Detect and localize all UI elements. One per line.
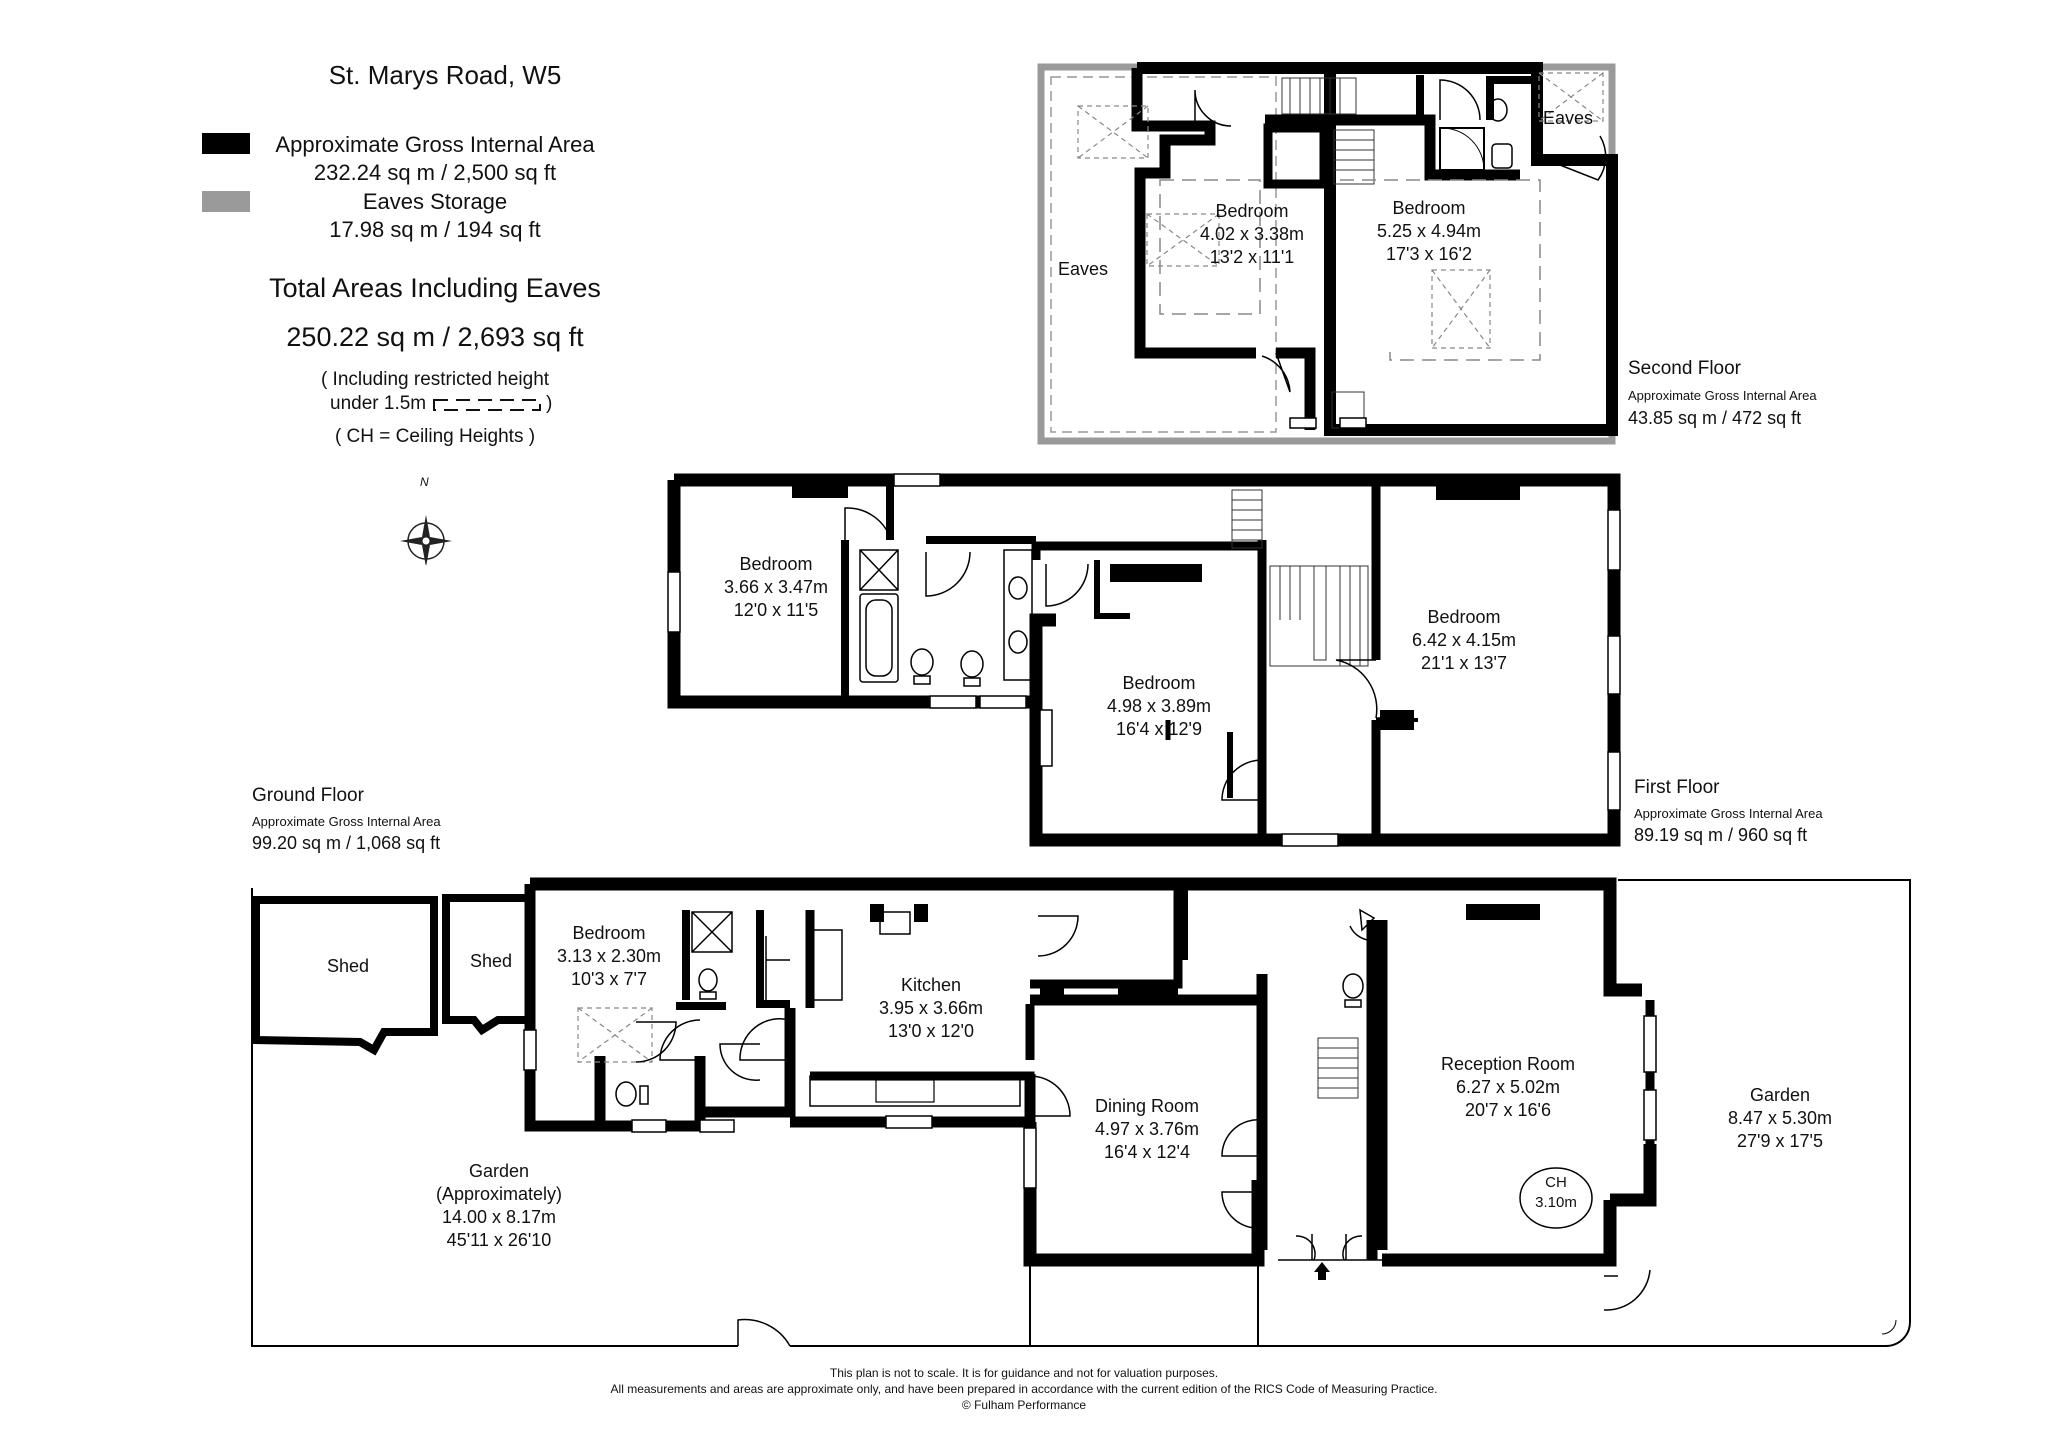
second-floor-name: Second Floor [1628, 358, 1742, 379]
footer-disclaimer-2: All measurements and areas are approxima… [610, 1382, 1438, 1396]
second-floor-walls-left [1131, 68, 1256, 359]
room-dimensions-metric: 3.66 x 3.47m [723, 577, 829, 597]
compass-icon: N [396, 475, 456, 567]
room-dimensions-imperial: 13'0 x 12'0 [888, 1021, 974, 1041]
ceiling-height-value: 3.10m [1535, 1194, 1577, 1211]
room-dimensions-metric: 8.47 x 5.30m [1727, 1108, 1833, 1128]
compass-north-label: N [420, 475, 429, 489]
room-dimensions-metric: 5.25 x 4.94m [1376, 221, 1482, 241]
ceiling-height-note: ( CH = Ceiling Heights ) [334, 426, 536, 447]
room-ground-shed-1: Shed [326, 956, 370, 976]
room-name: Bedroom [572, 923, 646, 943]
ground-floor-area-label: Approximate Gross Internal Area [252, 814, 441, 829]
ground-floor-area: 99.20 sq m / 1,068 sq ft [252, 833, 441, 853]
second-floor-plan [1037, 62, 1618, 445]
second-eaves-dashed [1050, 76, 1277, 433]
total-areas-label: Total Areas Including Eaves [269, 273, 601, 303]
room-name: Garden [1749, 1085, 1811, 1105]
room-dimensions-metric: 3.95 x 3.66m [878, 998, 984, 1018]
room-ground-garden-front: Garden 8.47 x 5.30m 27'9 x 17'5 [1728, 1084, 1832, 1153]
room-name: Bedroom [1215, 201, 1289, 221]
room-note: (Approximately) [435, 1184, 563, 1204]
room-dimensions-imperial: 17'3 x 16'2 [1386, 244, 1472, 264]
gia-legend-value: 232.24 sq m / 2,500 sq ft [313, 160, 557, 185]
room-ground-kitchen: Kitchen 3.95 x 3.66m 13'0 x 12'0 [879, 974, 983, 1043]
room-dimensions-metric: 6.27 x 5.02m [1455, 1077, 1561, 1097]
room-name: Garden [468, 1161, 530, 1181]
eaves-legend-label: Eaves Storage [362, 189, 508, 214]
first-floor-area: 89.19 sq m / 960 sq ft [1634, 825, 1808, 845]
room-name: Reception Room [1440, 1054, 1576, 1074]
restricted-height-dashed-symbol [432, 398, 544, 412]
room-dimensions-imperial: 12'0 x 11'5 [733, 600, 819, 620]
ceiling-height-code: CH [1545, 1174, 1567, 1191]
ground-floor-plan [251, 877, 1911, 1347]
room-dimensions-metric: 4.02 x 3.38m [1199, 224, 1305, 244]
room-ground-bedroom: Bedroom 3.13 x 2.30m 10'3 x 7'7 [557, 922, 661, 991]
first-floor-plan [667, 473, 1621, 847]
room-dimensions-imperial: 16'4 x 12'9 [1116, 719, 1202, 739]
room-ground-shed-2: Shed [469, 951, 513, 971]
room-name: Bedroom [739, 554, 813, 574]
footer-disclaimer-1: This plan is not to scale. It is for gui… [829, 1366, 1219, 1380]
ground-floor-outer-wall [530, 877, 1642, 997]
room-ground-dining: Dining Room 4.97 x 3.76m 16'4 x 12'4 [1095, 1095, 1199, 1164]
room-name: Bedroom [1392, 198, 1466, 218]
room-first-bedroom-1: Bedroom 3.66 x 3.47m 12'0 x 11'5 [724, 553, 828, 622]
room-first-bedroom-3: Bedroom 6.42 x 4.15m 21'1 x 13'7 [1412, 606, 1516, 675]
room-dimensions-imperial: 45'11 x 26'10 [446, 1230, 552, 1250]
room-dimensions-imperial: 20'7 x 16'6 [1465, 1100, 1551, 1120]
plan-title: St. Marys Road, W5 [328, 60, 562, 90]
room-dimensions-metric: 3.13 x 2.30m [556, 946, 662, 966]
first-floor-name: First Floor [1634, 777, 1720, 798]
room-name: Dining Room [1094, 1096, 1200, 1116]
room-ground-garden-rear: Garden (Approximately) 14.00 x 8.17m 45'… [436, 1160, 562, 1252]
room-dimensions-metric: 6.42 x 4.15m [1411, 630, 1517, 650]
room-ground-reception: Reception Room 6.27 x 5.02m 20'7 x 16'6 [1441, 1053, 1575, 1122]
ceiling-height-marker [1519, 1167, 1593, 1229]
room-first-bedroom-2: Bedroom 4.98 x 3.89m 16'4 x 12'9 [1107, 672, 1211, 741]
room-name: Bedroom [1427, 607, 1501, 627]
second-floor-area-label: Approximate Gross Internal Area [1628, 388, 1817, 403]
eaves-legend-swatch [202, 191, 250, 212]
restricted-height-threshold: under 1.5m [330, 393, 427, 414]
room-dimensions-metric: 4.97 x 3.76m [1094, 1119, 1200, 1139]
room-second-eaves-left: Eaves [1057, 259, 1109, 279]
room-dimensions-imperial: 27'9 x 17'5 [1737, 1131, 1823, 1151]
room-dimensions-metric: 14.00 x 8.17m [441, 1207, 557, 1227]
room-dimensions-imperial: 10'3 x 7'7 [571, 969, 647, 989]
room-name: Bedroom [1122, 673, 1196, 693]
restricted-height-close: ) [546, 393, 553, 414]
gia-legend-swatch [202, 133, 250, 154]
total-areas-value: 250.22 sq m / 2,693 sq ft [286, 322, 584, 352]
first-floor-area-label: Approximate Gross Internal Area [1634, 806, 1823, 821]
restricted-height-note: ( Including restricted height [320, 369, 550, 390]
room-second-bedroom-2: Bedroom 5.25 x 4.94m 17'3 x 16'2 [1377, 197, 1481, 266]
room-second-eaves-right: Eaves [1542, 108, 1594, 128]
room-name: Kitchen [900, 975, 962, 995]
gia-legend-label: Approximate Gross Internal Area [275, 132, 595, 157]
room-second-bedroom-1: Bedroom 4.02 x 3.38m 13'2 x 11'1 [1200, 200, 1304, 269]
eaves-legend-value: 17.98 sq m / 194 sq ft [329, 217, 541, 242]
footer-copyright: © Fulham Performance [961, 1398, 1087, 1412]
room-dimensions-imperial: 16'4 x 12'4 [1104, 1142, 1190, 1162]
ceiling-height-label: CH 3.10m [1535, 1173, 1577, 1213]
second-floor-area: 43.85 sq m / 472 sq ft [1628, 408, 1802, 428]
room-dimensions-imperial: 21'1 x 13'7 [1421, 653, 1507, 673]
room-dimensions-metric: 4.98 x 3.89m [1106, 696, 1212, 716]
room-dimensions-imperial: 13'2 x 11'1 [1209, 247, 1295, 267]
ground-floor-name: Ground Floor [252, 785, 364, 806]
